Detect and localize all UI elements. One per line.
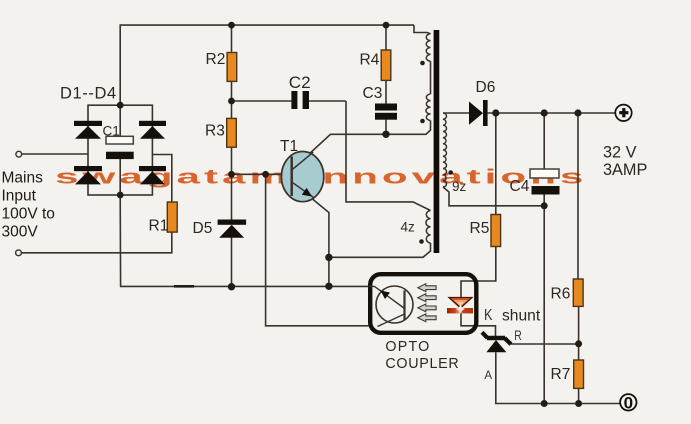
svg-text:32 V: 32 V <box>603 144 637 162</box>
svg-text:D1--D4: D1--D4 <box>60 85 117 103</box>
svg-text:0: 0 <box>624 394 633 413</box>
svg-text:A: A <box>484 370 492 382</box>
svg-text:4z: 4z <box>401 220 416 235</box>
svg-text:Input: Input <box>2 187 37 204</box>
svg-text:R2: R2 <box>206 51 226 68</box>
svg-text:9z: 9z <box>452 179 467 194</box>
svg-text:OPTO: OPTO <box>385 339 430 355</box>
svg-text:C1: C1 <box>103 124 120 139</box>
svg-text:K: K <box>484 307 493 324</box>
svg-text:D5: D5 <box>193 220 213 237</box>
svg-text:C3: C3 <box>363 85 383 102</box>
svg-text:shunt: shunt <box>502 308 541 325</box>
svg-text:R5: R5 <box>470 220 490 237</box>
svg-text:R1: R1 <box>149 218 169 235</box>
svg-text:R7: R7 <box>551 366 571 383</box>
svg-text:R4: R4 <box>360 52 380 69</box>
svg-text:R: R <box>514 328 522 343</box>
svg-text:3AMP: 3AMP <box>603 161 647 179</box>
svg-text:R6: R6 <box>551 286 571 303</box>
svg-text:R3: R3 <box>205 122 225 139</box>
svg-text:T1: T1 <box>280 138 298 155</box>
svg-text:100V to: 100V to <box>2 205 55 222</box>
svg-text:COUPLER: COUPLER <box>385 356 459 372</box>
svg-text:300V: 300V <box>2 223 39 240</box>
svg-text:C2: C2 <box>289 73 311 92</box>
svg-text:Mains: Mains <box>2 169 44 186</box>
svg-text:C4: C4 <box>510 178 530 195</box>
svg-text:D6: D6 <box>476 79 496 96</box>
